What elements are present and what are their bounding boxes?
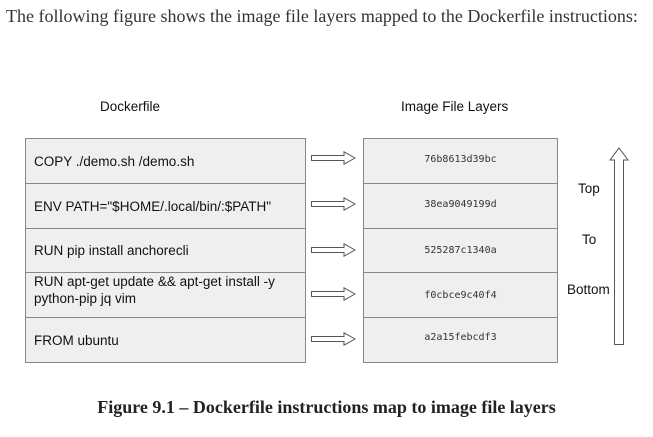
right-arrow-icon [311, 243, 356, 257]
dockerfile-instruction: RUN apt-get update && apt-get install -y… [26, 273, 305, 318]
right-arrow-icon [311, 287, 356, 301]
image-layers-column-header: Image File Layers [401, 99, 509, 114]
dockerfile-column-header: Dockerfile [100, 99, 161, 114]
image-layer-id: f0cbce9c40f4 [364, 273, 557, 318]
dockerfile-instructions-table: COPY ./demo.sh /demo.sh ENV PATH="$HOME/… [25, 138, 306, 363]
right-arrow-icon [311, 332, 356, 346]
image-layer-id: 525287c1340a [364, 229, 557, 273]
right-arrow-icon [311, 151, 356, 165]
image-layer-id: 76b8613d39bc [364, 139, 557, 184]
image-layer-id: 38ea9049199d [364, 184, 557, 229]
image-layer-id: a2a15febcdf3 [424, 331, 497, 343]
figure-caption: Figure 9.1 – Dockerfile instructions map… [97, 397, 556, 417]
up-arrow-icon [609, 147, 629, 345]
order-label-top: Top [578, 181, 600, 196]
intro-paragraph: The following figure shows the image fil… [6, 6, 638, 26]
dockerfile-instruction: RUN pip install anchorecli [26, 229, 305, 273]
order-label-to: To [582, 232, 597, 247]
dockerfile-instruction: ENV PATH="$HOME/.local/bin/:$PATH" [26, 184, 305, 229]
right-arrow-icon [311, 197, 356, 211]
dockerfile-instruction: COPY ./demo.sh /demo.sh [26, 139, 305, 184]
order-label-bottom: Bottom [567, 282, 610, 297]
dockerfile-instruction: FROM ubuntu [34, 332, 119, 348]
image-layers-table: 76b8613d39bc 38ea9049199d 525287c1340a f… [363, 138, 558, 363]
